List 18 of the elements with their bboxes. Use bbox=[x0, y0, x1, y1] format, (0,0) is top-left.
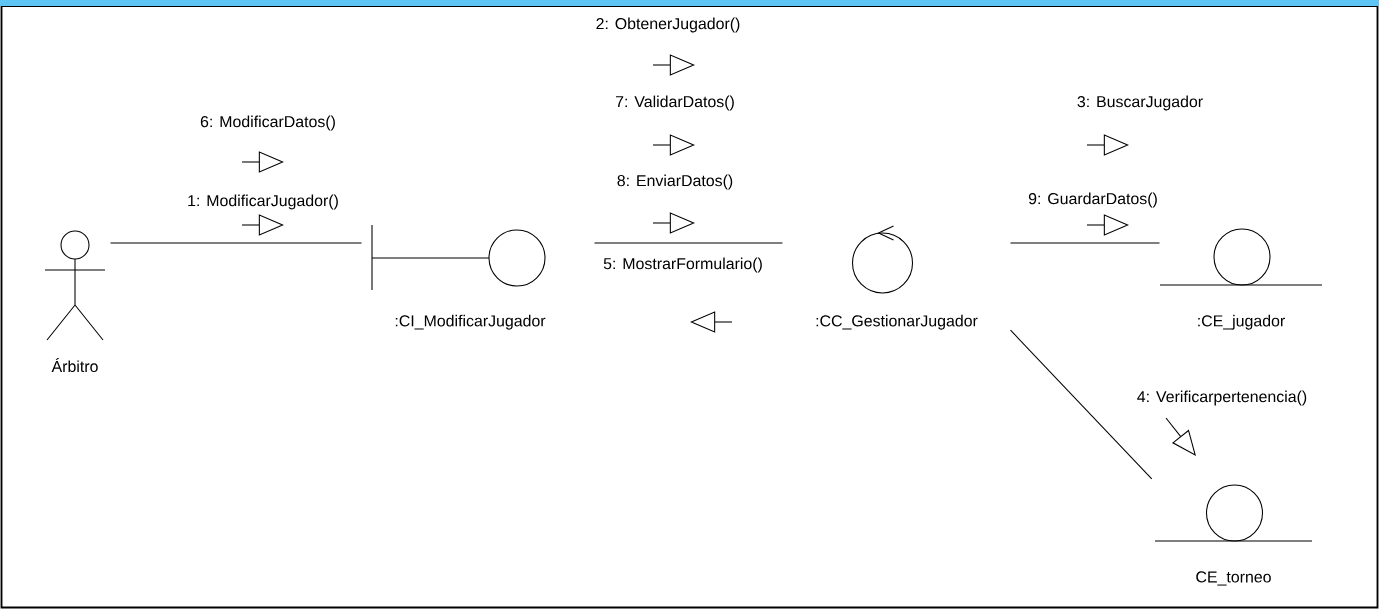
message-label: 4: Verificarpertenencia() bbox=[1137, 390, 1307, 406]
message-label: 8: EnviarDatos() bbox=[617, 174, 733, 190]
link-line bbox=[1010, 329, 1153, 480]
object-name: :CE_jugador bbox=[1198, 314, 1285, 330]
message-label: 9: GuardarDatos() bbox=[1028, 192, 1157, 208]
message-label: 1: ModificarJugador() bbox=[188, 194, 338, 210]
message-label: 5: MostrarFormulario() bbox=[603, 257, 762, 273]
message-label: 2: ObtenerJugador() bbox=[596, 17, 740, 33]
message-label: 6: ModificarDatos() bbox=[200, 115, 335, 131]
object-name: CE_torneo bbox=[1196, 571, 1271, 586]
object-name: :CC_GestionarJugador bbox=[816, 314, 978, 330]
object-name: :CI_ModificarJugador bbox=[395, 314, 546, 330]
message-label: 3: BuscarJugador bbox=[1077, 95, 1203, 111]
object-name: Árbitro bbox=[51, 358, 98, 373]
link-line bbox=[1010, 242, 1160, 244]
link-line bbox=[110, 242, 363, 244]
message-label: 7: ValidarDatos() bbox=[616, 95, 734, 111]
link-line bbox=[594, 242, 784, 244]
